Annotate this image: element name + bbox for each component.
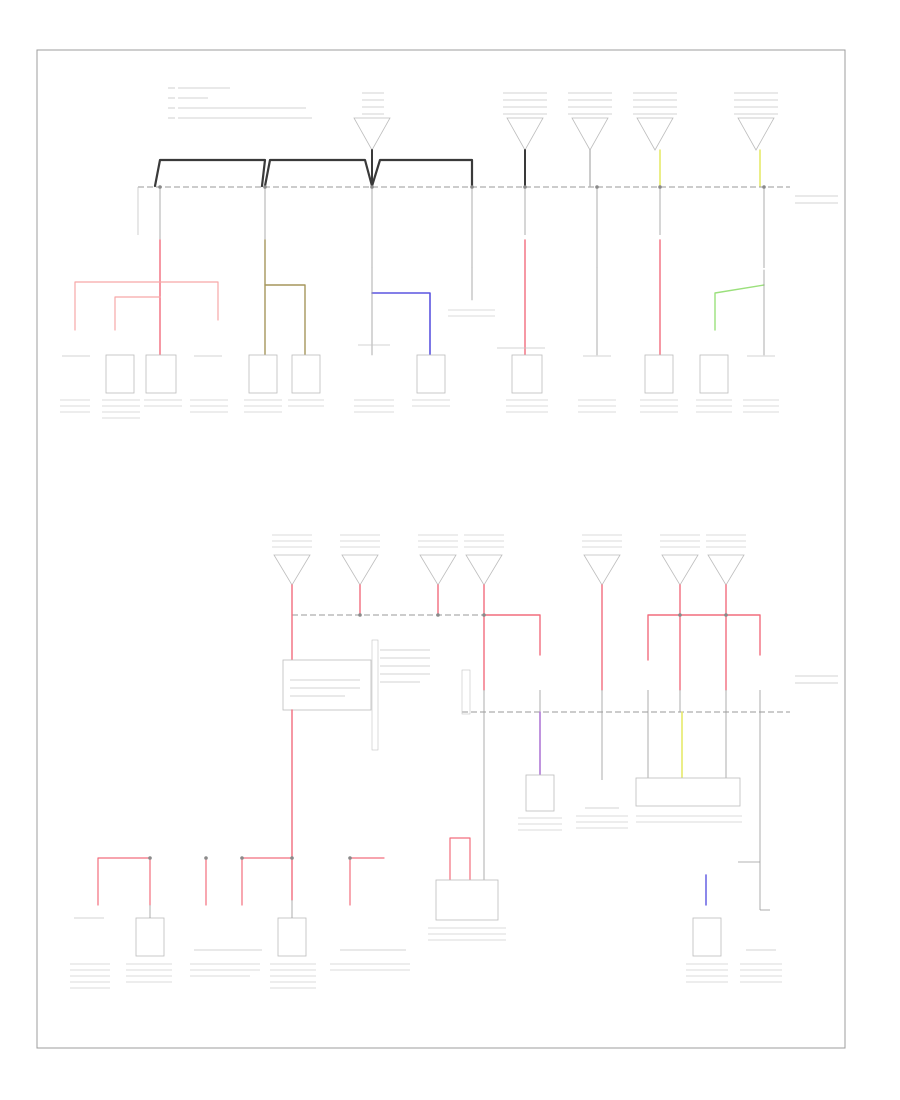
- component-box: [416, 354, 446, 394]
- lower-upper-bus: [291, 584, 761, 691]
- component-box: [248, 354, 278, 394]
- legend: [168, 87, 312, 119]
- black-wire: [153, 149, 761, 188]
- connector-triangle: [707, 554, 745, 586]
- component-box: [105, 354, 135, 394]
- connector-triangle: [583, 554, 621, 586]
- component-box: [145, 354, 177, 394]
- upper-colored-wires: [74, 239, 765, 356]
- connector-text-lines: [362, 92, 778, 115]
- connector-triangle: [353, 117, 391, 151]
- connector-triangle: [636, 117, 674, 151]
- component-box: [435, 879, 499, 921]
- component-box: [277, 917, 307, 957]
- stub-lines: [149, 861, 770, 918]
- upper-components: [62, 344, 775, 394]
- component-box: [525, 774, 555, 812]
- component-box: [699, 354, 729, 394]
- top-connectors: [353, 117, 775, 151]
- lower-captions: [70, 815, 782, 989]
- diagram-frame: [36, 49, 846, 1049]
- connector-triangle: [419, 554, 457, 586]
- lower-fuse-bus: [461, 669, 838, 910]
- lower-connectors: [273, 554, 745, 586]
- connector-triangle: [737, 117, 775, 151]
- component-box: [644, 354, 674, 394]
- component-box: [635, 777, 741, 807]
- lower-components: [74, 774, 776, 957]
- upper-fuses: [137, 185, 766, 268]
- connector-triangle: [465, 554, 503, 586]
- connector-triangle: [506, 117, 544, 151]
- component-box: [511, 354, 543, 394]
- connector-triangle: [571, 117, 609, 151]
- component-box: [692, 917, 722, 957]
- connector-triangle: [273, 554, 311, 586]
- lower-colored-wires: [97, 711, 707, 906]
- upper-captions: [60, 309, 779, 419]
- component-box: [291, 354, 321, 394]
- upper-fuse-bus: [138, 186, 838, 204]
- connector-triangle: [661, 554, 699, 586]
- control-module: [282, 639, 430, 751]
- component-box: [135, 917, 165, 957]
- lower-connector-text: [272, 534, 746, 548]
- connector-triangle: [341, 554, 379, 586]
